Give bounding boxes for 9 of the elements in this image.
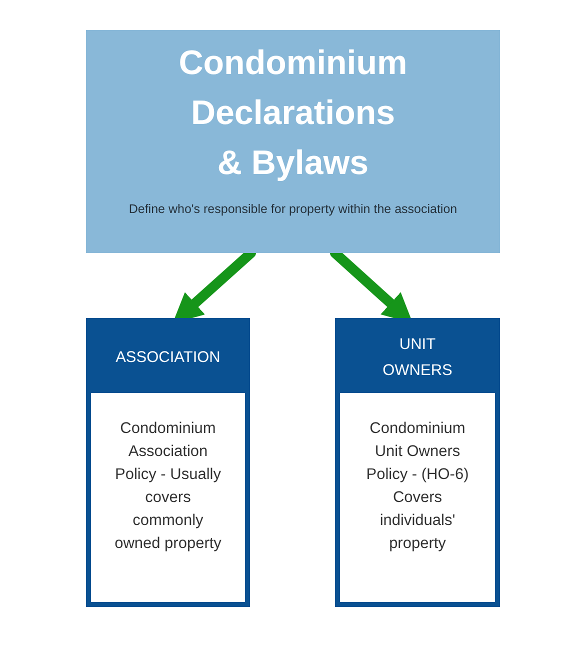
card-heading: ASSOCIATION xyxy=(114,348,222,368)
title-box xyxy=(86,30,500,253)
category-card xyxy=(335,318,500,607)
card-heading: UNIT OWNERS xyxy=(382,335,454,381)
card-text: Condominium Unit Owners Policy - (HO-6) Covers individuals' property xyxy=(365,419,470,554)
title-text: Condominium Declarations & Bylaws xyxy=(178,43,408,184)
category-card xyxy=(86,318,250,607)
card-text: Condominium Association Policy - Usually covers commonly owned property xyxy=(114,419,222,554)
subtitle-text: Define who's responsible for property within the association xyxy=(128,201,458,218)
